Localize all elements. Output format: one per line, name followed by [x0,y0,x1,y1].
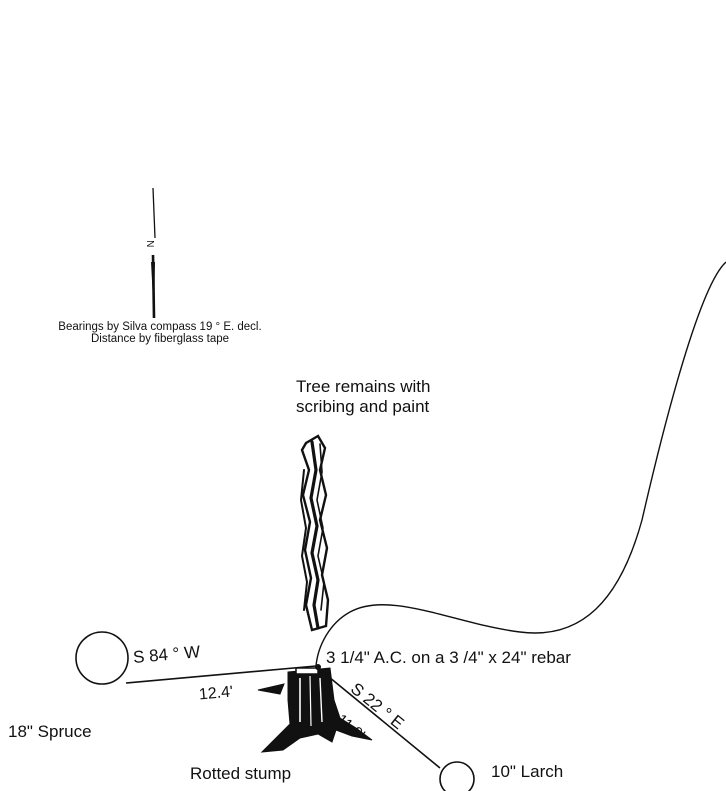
rotted-stump-drawing [257,667,373,753]
survey-notes: Bearings by Silva compass 19 ° E. decl. … [10,321,310,345]
notes-line-1: Bearings by Silva compass 19 ° E. decl. [58,321,262,333]
larch-label: 10" Larch [491,762,564,781]
tree-remains-line-1: Tree remains with [296,377,431,396]
larch-circle [439,761,475,791]
north-label: N [145,240,157,248]
stump-label: Rotted stump [190,764,292,783]
tie-line-spruce [125,665,317,684]
north-arrow [151,187,156,319]
monument-point [315,664,321,670]
tree-remains-drawing [299,434,330,632]
spruce-circle [75,631,129,685]
spruce-distance: 12.4' [198,683,234,704]
spruce-label: 18" Spruce [8,722,92,741]
notes-line-2: Distance by fiberglass tape [90,333,230,345]
tie-line-larch [317,667,441,769]
road-line [315,261,726,667]
tree-remains-line-2: scribing and paint [296,397,430,416]
tree-remains-caption: Tree remains with scribing and paint [296,377,516,417]
monument-label: 3 1/4" A.C. on a 3 /4" x 24" rebar [326,648,571,667]
